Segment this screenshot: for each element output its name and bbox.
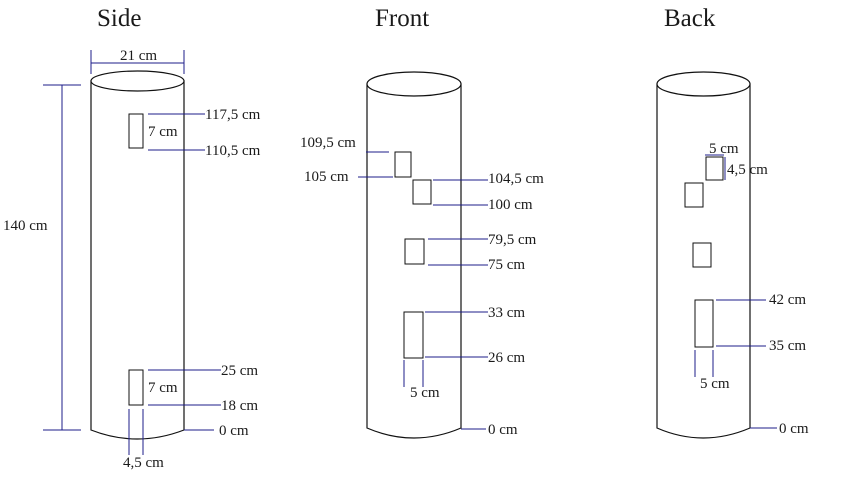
- front-cylinder-top: [366, 71, 462, 97]
- side-upper-bottom-label: 110,5 cm: [205, 143, 261, 159]
- front-window-4: [403, 311, 424, 359]
- front-w4-top-label: 33 cm: [488, 305, 525, 321]
- front-window-3: [404, 238, 425, 265]
- side-lower-size-label: 7 cm: [148, 380, 178, 396]
- side-diameter-label: 21 cm: [120, 48, 157, 64]
- back-view: Back 5 cm 4,5 cm 42 cm 35 cm 5 cm 0 cm: [656, 5, 809, 439]
- side-title: Side: [97, 5, 141, 32]
- back-tall-bottom-label: 35 cm: [769, 338, 806, 354]
- side-width-label: 4,5 cm: [123, 455, 164, 471]
- front-title: Front: [375, 5, 429, 32]
- back-small-height-label: 4,5 cm: [727, 162, 768, 178]
- front-view: Front 109,5 cm 105 cm 104,5 cm 100 cm 79…: [300, 5, 544, 439]
- side-cylinder-body: [90, 80, 185, 440]
- side-lower-top-label: 25 cm: [221, 363, 258, 379]
- front-w4-bottom-label: 26 cm: [488, 350, 525, 366]
- side-height-label: 140 cm: [3, 218, 48, 234]
- side-cylinder-top: [90, 70, 185, 92]
- side-upper-window: [128, 113, 144, 149]
- front-w1-bottom-label: 105 cm: [304, 169, 349, 185]
- front-w2-top-label: 104,5 cm: [488, 171, 544, 187]
- back-tall-top-label: 42 cm: [769, 292, 806, 308]
- front-w1-top-label: 109,5 cm: [300, 135, 356, 151]
- front-w3-bottom-label: 75 cm: [488, 257, 525, 273]
- front-width-label: 5 cm: [410, 385, 440, 401]
- back-width-label: 5 cm: [700, 376, 730, 392]
- back-window-left: [684, 182, 704, 208]
- side-view: Side 21 cm 140 cm 117,5 cm 110,5 cm 7 cm…: [3, 5, 261, 471]
- back-base-label: 0 cm: [779, 421, 809, 437]
- front-base-label: 0 cm: [488, 422, 518, 438]
- back-window-middle: [692, 242, 712, 268]
- back-cylinder-top: [656, 71, 751, 97]
- back-title: Back: [664, 5, 716, 32]
- back-small-width-label: 5 cm: [709, 141, 739, 157]
- back-tall-window: [694, 299, 714, 348]
- back-small-window: [705, 156, 724, 181]
- side-base-label: 0 cm: [219, 423, 249, 439]
- side-lower-window: [128, 369, 144, 406]
- front-window-2: [412, 179, 432, 205]
- side-lower-bottom-label: 18 cm: [221, 398, 258, 414]
- side-upper-top-label: 117,5 cm: [205, 107, 261, 123]
- side-upper-size-label: 7 cm: [148, 124, 178, 140]
- front-w3-top-label: 79,5 cm: [488, 232, 537, 248]
- front-window-1: [394, 151, 412, 178]
- front-w2-bottom-label: 100 cm: [488, 197, 533, 213]
